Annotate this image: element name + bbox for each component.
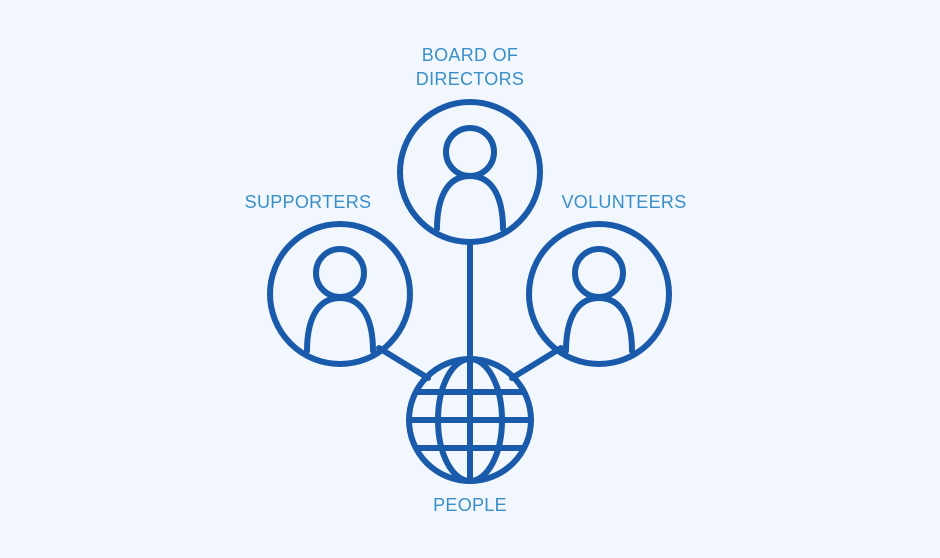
volunteers-label: VOLUNTEERS [561, 192, 687, 212]
board-of-directors-label: BOARD OF DIRECTORS [370, 43, 570, 91]
supporters-label: SUPPORTERS [244, 192, 372, 212]
board-label-line-2: DIRECTORS [415, 69, 525, 89]
board-person-icon [397, 99, 543, 245]
supporters-person-icon [267, 221, 413, 367]
people-label: PEOPLE [433, 495, 507, 515]
volunteers-person-icon [526, 221, 672, 367]
connector-supporters-people [376, 345, 431, 381]
board-label-line-1: BOARD OF [421, 45, 519, 65]
connector-volunteers-people [509, 345, 564, 381]
people-globe-icon [406, 356, 534, 484]
